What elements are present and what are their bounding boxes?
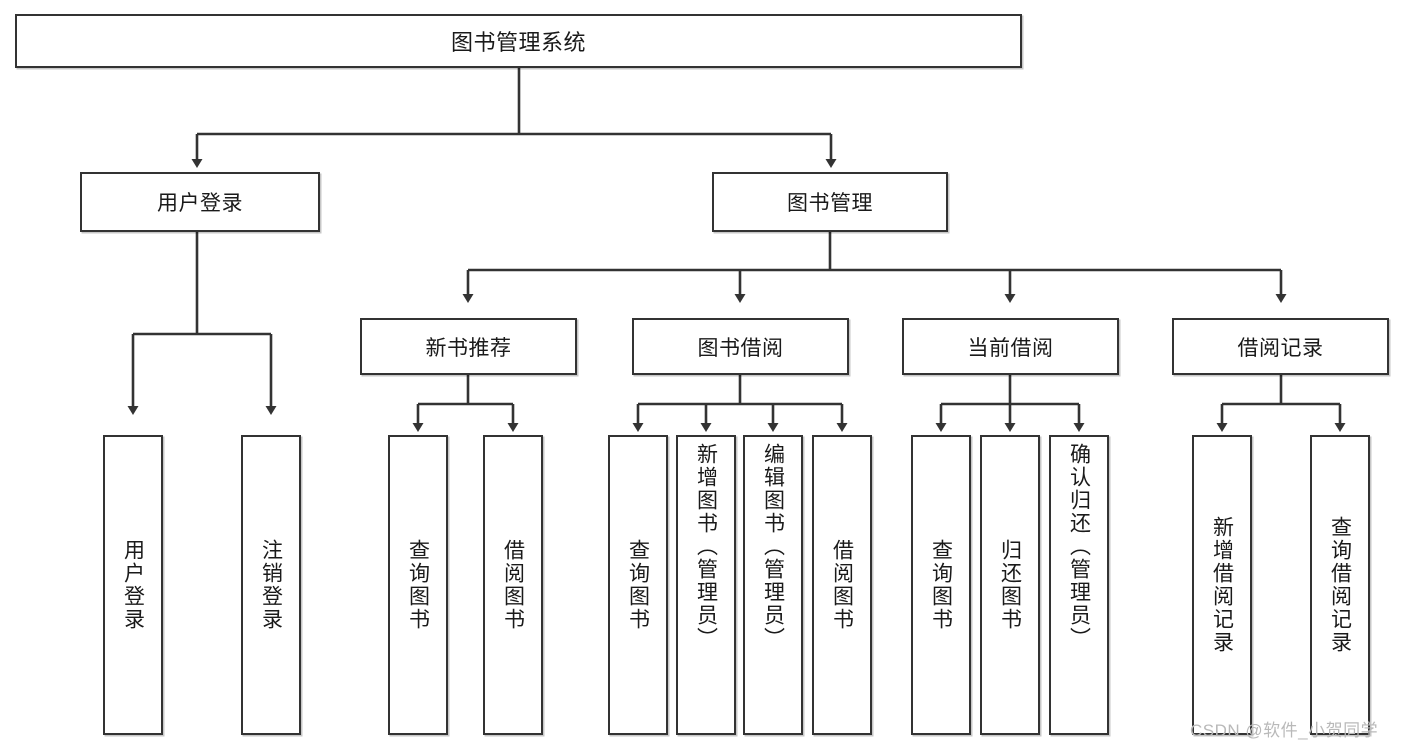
node-leaf-return-book-label: 归还图书 xyxy=(998,539,1022,631)
node-root-label: 图书管理系统 xyxy=(450,30,586,55)
node-borrow-record[interactable]: 借阅记录 xyxy=(1172,318,1389,375)
node-leaf-add-record-label: 新增借阅记录 xyxy=(1210,516,1234,654)
node-leaf-borrow-book-1-label: 借阅图书 xyxy=(501,539,525,631)
node-leaf-add-record[interactable]: 新增借阅记录 xyxy=(1192,435,1252,735)
node-leaf-borrow-book-2[interactable]: 借阅图书 xyxy=(812,435,872,735)
node-leaf-query-book-1-label: 查询图书 xyxy=(406,539,430,631)
node-leaf-edit-book[interactable]: 编辑图书（管理员） xyxy=(743,435,803,735)
node-new-book-rec-label: 新书推荐 xyxy=(425,336,512,360)
node-leaf-query-book-1[interactable]: 查询图书 xyxy=(388,435,448,735)
node-leaf-query-book-2-label: 查询图书 xyxy=(626,539,650,631)
node-leaf-borrow-book-1[interactable]: 借阅图书 xyxy=(483,435,543,735)
node-leaf-confirm-return[interactable]: 确认归还（管理员） xyxy=(1049,435,1109,735)
node-leaf-add-book[interactable]: 新增图书（管理员） xyxy=(676,435,736,735)
node-leaf-user-logout-label: 注销登录 xyxy=(259,539,283,631)
node-book-borrow-label: 图书借阅 xyxy=(697,336,784,360)
node-leaf-query-book-3-label: 查询图书 xyxy=(929,539,953,631)
node-leaf-user-login[interactable]: 用户登录 xyxy=(103,435,163,735)
node-book-manage[interactable]: 图书管理 xyxy=(712,172,948,232)
node-user-login[interactable]: 用户登录 xyxy=(80,172,320,232)
node-leaf-query-book-2[interactable]: 查询图书 xyxy=(608,435,668,735)
node-new-book-rec[interactable]: 新书推荐 xyxy=(360,318,577,375)
node-leaf-user-login-label: 用户登录 xyxy=(121,539,145,631)
node-leaf-query-record-label: 查询借阅记录 xyxy=(1328,516,1352,654)
node-book-manage-label: 图书管理 xyxy=(787,192,873,215)
node-leaf-query-record[interactable]: 查询借阅记录 xyxy=(1310,435,1370,735)
node-leaf-user-logout[interactable]: 注销登录 xyxy=(241,435,301,735)
node-leaf-add-book-label: 新增图书（管理员） xyxy=(694,443,718,650)
node-leaf-return-book[interactable]: 归还图书 xyxy=(980,435,1040,735)
node-root[interactable]: 图书管理系统 xyxy=(15,14,1022,68)
node-leaf-borrow-book-2-label: 借阅图书 xyxy=(830,539,854,631)
node-user-login-label: 用户登录 xyxy=(157,192,243,215)
node-current-borrow-label: 当前借阅 xyxy=(967,336,1054,360)
node-borrow-record-label: 借阅记录 xyxy=(1237,336,1324,360)
watermark-text: CSDN @软件_小贺同学 xyxy=(1190,721,1379,740)
node-current-borrow[interactable]: 当前借阅 xyxy=(902,318,1119,375)
node-leaf-edit-book-label: 编辑图书（管理员） xyxy=(761,443,785,650)
node-leaf-query-book-3[interactable]: 查询图书 xyxy=(911,435,971,735)
node-leaf-confirm-return-label: 确认归还（管理员） xyxy=(1067,443,1091,650)
node-book-borrow[interactable]: 图书借阅 xyxy=(632,318,849,375)
